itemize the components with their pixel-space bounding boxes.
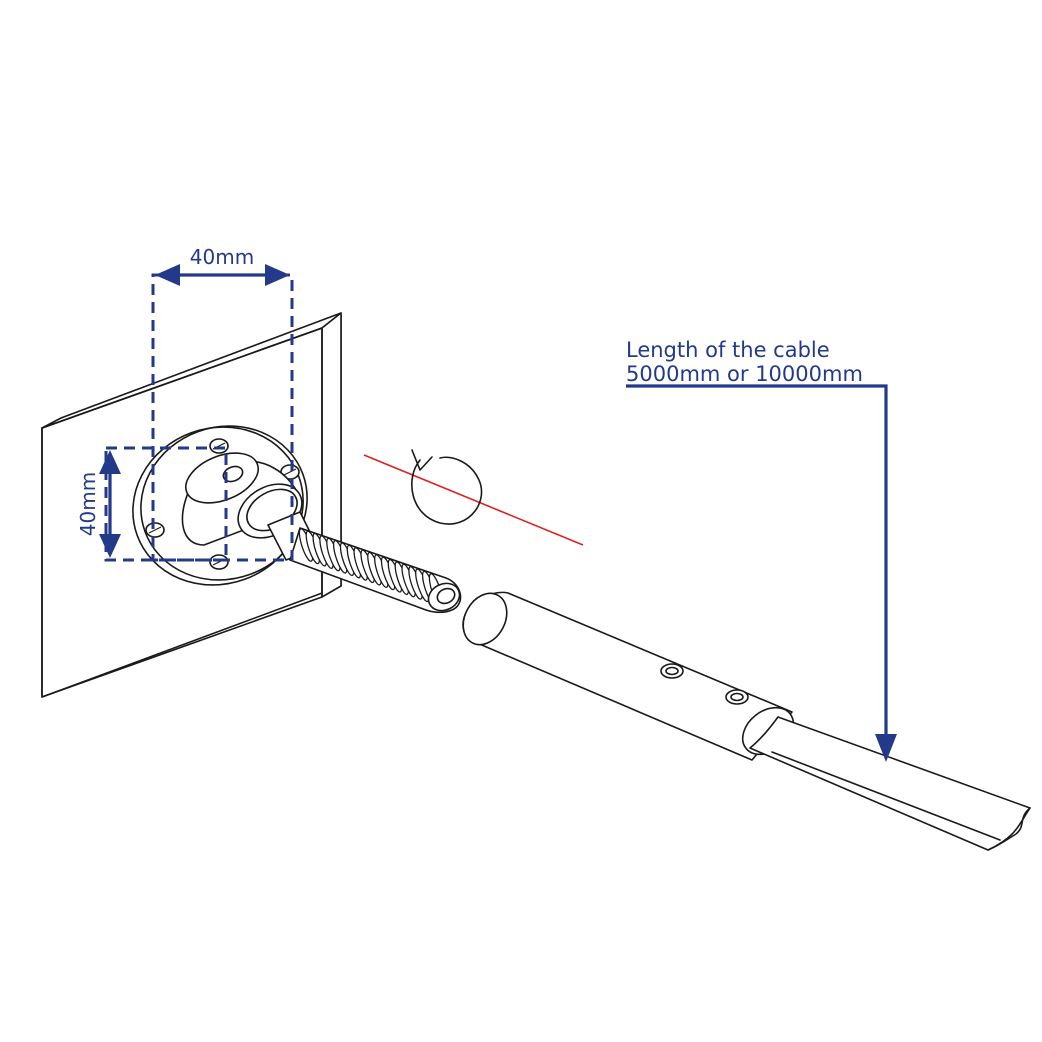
cable-length-leader: [626, 384, 897, 762]
set-screw-hole: [660, 663, 684, 679]
height-dimension: [99, 446, 228, 562]
mounting-hub: [181, 452, 303, 546]
cable: [749, 716, 1031, 851]
set-screw-hole: [725, 689, 749, 705]
threaded-stud: [267, 511, 462, 614]
screw-hole: [209, 438, 229, 454]
width-dimension-label: 40mm: [190, 245, 254, 269]
cable-connector-sleeve: [462, 591, 795, 761]
screw-hole: [145, 522, 165, 538]
screw-hole: [280, 464, 300, 480]
screw-hole: [209, 554, 229, 570]
rotation-axis-line: [363, 454, 584, 546]
cable-length-label-line1: Length of the cable: [626, 338, 830, 362]
height-dimension-label: 40mm: [76, 472, 100, 536]
cable-length-label-line2: 5000mm or 10000mm: [626, 362, 863, 386]
rotation-arrow-icon: [411, 449, 483, 525]
